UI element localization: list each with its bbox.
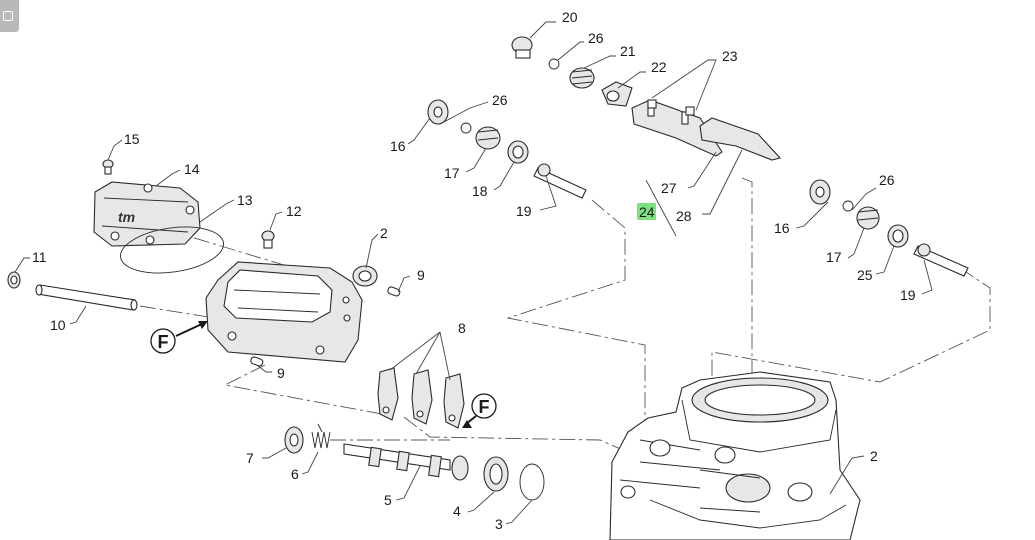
label-4[interactable]: 4	[453, 503, 461, 519]
label-26[interactable]: 26	[879, 172, 895, 188]
label-7[interactable]: 7	[246, 450, 254, 466]
plug-part-11	[7, 271, 21, 289]
label-8[interactable]: 8	[458, 320, 466, 336]
cylinder-part-2	[609, 371, 861, 540]
housing-part-2	[205, 261, 378, 363]
label-2[interactable]: 2	[380, 225, 388, 241]
label-23[interactable]: 23	[722, 48, 738, 64]
washer-part-26c	[842, 200, 854, 212]
label-27[interactable]: 27	[661, 180, 677, 196]
plate-part-27	[631, 99, 723, 157]
bushing-part-22	[601, 81, 633, 107]
cap-part-20	[511, 36, 533, 59]
label-26[interactable]: 26	[492, 92, 508, 108]
o-ring-part-3	[519, 463, 545, 501]
shaft-part-5	[343, 443, 469, 481]
callout-f-left: F	[150, 321, 208, 354]
label-22[interactable]: 22	[651, 59, 667, 75]
label-16[interactable]: 16	[774, 220, 790, 236]
label-25[interactable]: 25	[857, 267, 873, 283]
label-19[interactable]: 19	[516, 203, 532, 219]
screw-part-15	[102, 159, 114, 175]
seal-part-4	[483, 456, 509, 492]
sleeve-part-19b	[913, 243, 969, 277]
spring-part-21	[569, 67, 595, 89]
plate-part-28	[699, 117, 782, 161]
label-3[interactable]: 3	[495, 516, 503, 532]
leader-lines	[14, 21, 933, 525]
label-12[interactable]: 12	[286, 203, 302, 219]
svg-text:tm: tm	[118, 209, 135, 225]
square-icon	[3, 11, 13, 21]
valve-cover-part-14: tm	[93, 181, 201, 247]
lever-part-8	[377, 367, 465, 429]
bearing-part-7	[284, 426, 304, 454]
label-15[interactable]: 15	[124, 131, 140, 147]
label-6[interactable]: 6	[291, 466, 299, 482]
label-2[interactable]: 2	[870, 448, 878, 464]
label-24[interactable]: 24	[639, 204, 655, 220]
highlight-24	[637, 203, 656, 220]
cap-part-16a	[427, 99, 449, 125]
part-labels: 20 26 21 22 23 26 16 17 18 19 27 24 28 1…	[32, 9, 916, 532]
label-19[interactable]: 19	[900, 287, 916, 303]
label-14[interactable]: 14	[184, 161, 200, 177]
label-17[interactable]: 17	[826, 249, 842, 265]
washer-part-26b	[460, 122, 472, 134]
label-18[interactable]: 18	[472, 183, 488, 199]
callout-f-right-label: F	[479, 397, 490, 417]
pin-part-9a	[387, 286, 401, 297]
spring-part-23	[647, 99, 695, 116]
label-13[interactable]: 13	[237, 192, 253, 208]
callout-f-left-label: F	[158, 332, 169, 352]
bracket-line-24	[645, 179, 677, 237]
corner-button[interactable]	[0, 0, 19, 32]
bushing-part-25	[887, 224, 909, 248]
label-28[interactable]: 28	[676, 208, 692, 224]
o-ring-part-13	[119, 226, 225, 274]
bushing-part-18	[507, 140, 529, 164]
label-5[interactable]: 5	[384, 492, 392, 508]
label-26[interactable]: 26	[588, 30, 604, 46]
label-20[interactable]: 20	[562, 9, 578, 25]
spring-part-6	[311, 423, 331, 449]
spring-part-17b	[856, 206, 880, 230]
shaft-part-10	[35, 284, 138, 311]
label-16[interactable]: 16	[390, 138, 406, 154]
label-9[interactable]: 9	[417, 267, 425, 283]
label-17[interactable]: 17	[444, 165, 460, 181]
screw-part-12	[261, 230, 275, 249]
sleeve-part-19a	[533, 163, 587, 199]
callout-f-right: F	[462, 393, 497, 428]
label-10[interactable]: 10	[50, 317, 66, 333]
label-9[interactable]: 9	[277, 365, 285, 381]
spring-part-17a	[475, 126, 501, 150]
pin-part-9b	[250, 356, 264, 367]
label-21[interactable]: 21	[620, 43, 636, 59]
washer-part-26a	[548, 58, 560, 70]
cap-part-16b	[809, 179, 831, 205]
label-11[interactable]: 11	[32, 249, 47, 265]
